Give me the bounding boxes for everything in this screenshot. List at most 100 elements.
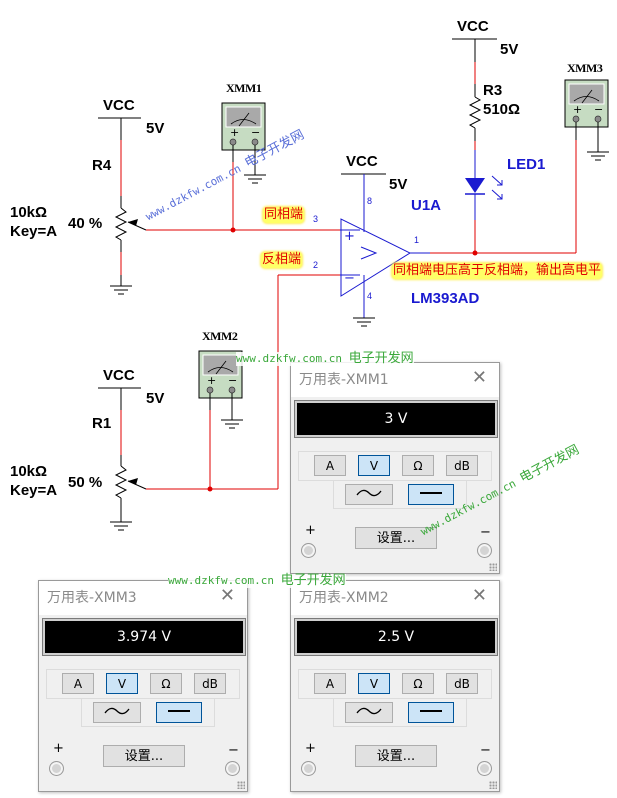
svg-text:XMM3: XMM3 [567,61,603,75]
plus-terminal-label: + [305,523,316,538]
decibel-button[interactable]: dB [194,673,226,694]
comparator-part: LM393AD [411,290,480,307]
resize-grip[interactable] [489,781,497,789]
r1-key: Key=A [10,482,57,499]
ammeter-button[interactable]: A [314,455,346,476]
close-icon[interactable]: ✕ [471,367,487,388]
sine-wave-icon [356,489,382,497]
vcc-value-r1: 5V [146,390,164,407]
r1-potentiometer[interactable] [114,465,128,499]
minus-terminal[interactable] [225,761,240,776]
ammeter-button[interactable]: A [314,673,346,694]
settings-button[interactable]: 设置... [355,745,437,767]
conclusion-annotation: 同相端电压高于反相端，输出高电平 [392,263,603,279]
svg-text:XMM1: XMM1 [226,81,262,95]
comparator-u1a[interactable]: + − VCC 5V 8 4 3 2 1 U1A LM393AD [300,153,576,327]
r3-name: R3 [483,82,502,99]
dc-line-icon [420,492,442,494]
r4-key: Key=A [10,223,57,240]
plus-terminal[interactable] [301,761,316,776]
resize-grip[interactable] [489,563,497,571]
multimeter-window-xmm2[interactable]: 万用表-XMM2 ✕ 2.5 V A V Ω dB + 设置... − [290,580,500,792]
ac-mode-button[interactable] [345,702,393,723]
ac-mode-button[interactable] [93,702,141,723]
voltmeter-button[interactable]: V [358,673,390,694]
led-diode-icon[interactable] [465,175,503,200]
dc-mode-button[interactable] [156,702,202,723]
close-icon[interactable]: ✕ [471,585,487,606]
dc-mode-button[interactable] [408,702,454,723]
r4-resistance: 10kΩ [10,204,47,221]
ohmmeter-button[interactable]: Ω [402,455,434,476]
function-group: A V Ω dB [46,669,240,699]
comparator-ref: U1A [411,197,441,214]
ohmmeter-button[interactable]: Ω [150,673,182,694]
minus-terminal[interactable] [477,543,492,558]
xmm1-symbol[interactable]: XMM1 [221,81,267,230]
mode-group [333,480,467,509]
minus-terminal-label: − [228,743,239,758]
inverting-annotation: 反相端 [261,252,303,268]
r3-led-branch: VCC 5V R3 510Ω LED1 [452,18,545,253]
minus-terminal[interactable] [477,761,492,776]
ac-mode-button[interactable] [345,484,393,505]
svg-text:3: 3 [313,214,318,224]
r4-name: R4 [92,157,112,174]
decibel-button[interactable]: dB [446,673,478,694]
vcc-value-r3: 5V [500,41,518,58]
window-title: 万用表-XMM2 [299,590,389,606]
r1-name: R1 [92,415,111,432]
vcc-label-r3: VCC [457,18,489,35]
plus-terminal[interactable] [301,543,316,558]
plus-terminal-label: + [53,741,64,756]
close-icon[interactable]: ✕ [219,585,235,606]
svg-text:1: 1 [414,235,419,245]
window-title: 万用表-XMM1 [299,372,389,388]
voltmeter-button[interactable]: V [358,455,390,476]
xmm2-symbol[interactable]: XMM2 [198,329,244,489]
r4-percent: 40 % [68,215,102,232]
svg-text:+: + [344,229,355,244]
ohmmeter-button[interactable]: Ω [402,673,434,694]
plus-terminal-label: + [305,741,316,756]
xmm3-symbol[interactable]: XMM3 [564,61,610,253]
led-name: LED1 [507,156,545,173]
plus-terminal[interactable] [49,761,64,776]
noninverting-annotation: 同相端 [263,207,305,223]
svg-text:2: 2 [313,260,318,270]
minus-terminal-label: − [480,525,491,540]
multimeter-window-xmm3[interactable]: 万用表-XMM3 ✕ 3.974 V A V Ω dB + 设置... − [38,580,248,792]
reading-display: 3 V [294,400,498,438]
r4-potentiometer[interactable] [114,207,128,241]
r3-resistor[interactable] [468,96,482,129]
watermark-horizontal-1: www.dzkfw.com.cn 电子开发网 [236,351,414,366]
sine-wave-icon [356,707,382,715]
r4-branch: VCC 5V R4 10kΩ Key=A 40 % [10,97,340,295]
svg-text:8: 8 [367,196,372,206]
vcc-value-r4: 5V [146,120,164,137]
resize-grip[interactable] [237,781,245,789]
r1-percent: 50 % [68,474,102,491]
function-group: A V Ω dB [298,669,492,699]
svg-text:4: 4 [367,291,372,301]
watermark-horizontal-2: www.dzkfw.com.cn 电子开发网 [168,573,346,588]
function-group: A V Ω dB [298,451,492,481]
dc-line-icon [168,710,190,712]
mode-group [333,698,467,727]
window-title: 万用表-XMM3 [47,590,137,606]
sine-wave-icon [104,707,130,715]
vcc-value-u1: 5V [389,176,407,193]
multimeter-window-xmm1[interactable]: 万用表-XMM1 ✕ 3 V A V Ω dB + 设置... − [290,362,500,574]
vcc-label-r4: VCC [103,97,135,114]
voltmeter-button[interactable]: V [106,673,138,694]
r3-resistance: 510Ω [483,101,520,118]
settings-button[interactable]: 设置... [103,745,185,767]
svg-text:XMM2: XMM2 [202,329,238,343]
title-bar[interactable]: 万用表-XMM1 ✕ [291,363,499,397]
svg-text:−: − [344,271,355,286]
dc-mode-button[interactable] [408,484,454,505]
decibel-button[interactable]: dB [446,455,478,476]
ammeter-button[interactable]: A [62,673,94,694]
settings-button[interactable]: 设置... [355,527,437,549]
